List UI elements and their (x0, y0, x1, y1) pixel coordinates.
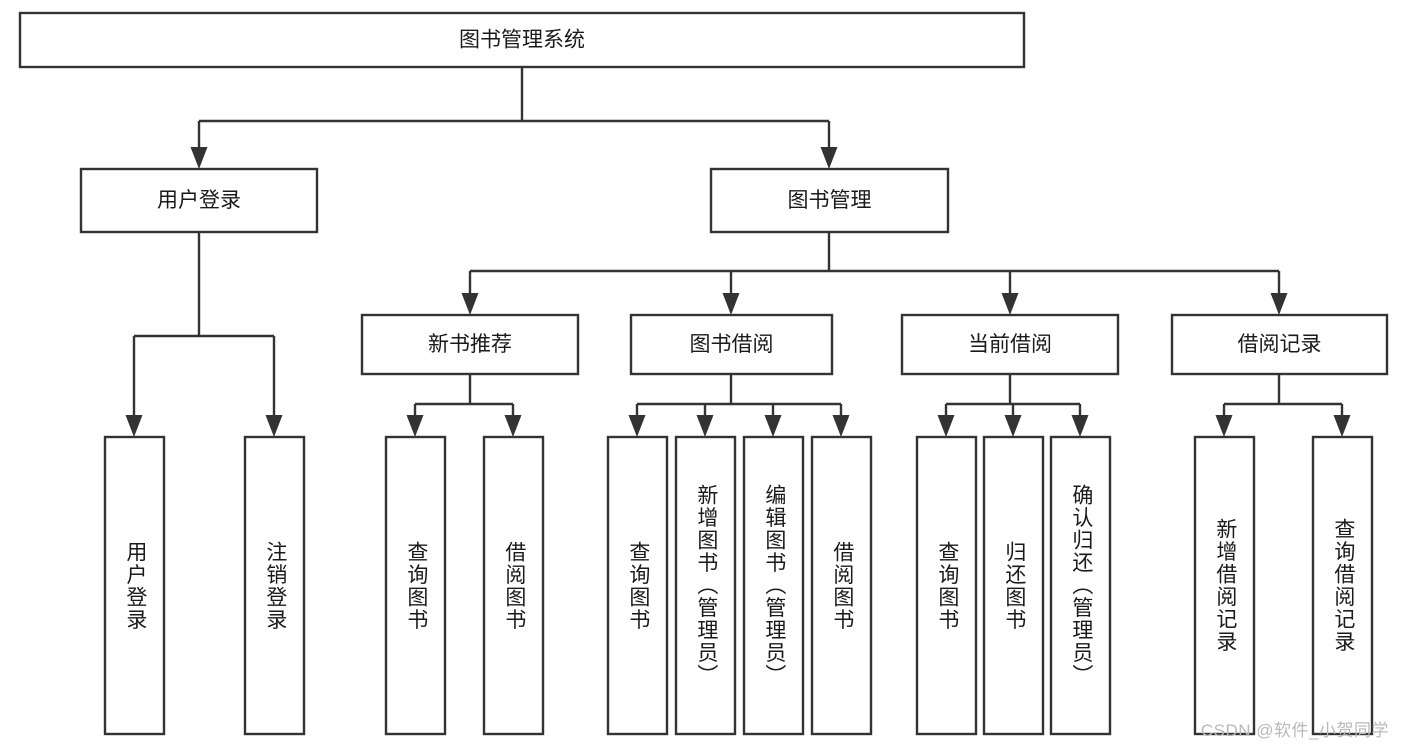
level3-node-1[interactable]: 图书借阅 (629, 313, 834, 376)
leaf-node-8[interactable] (915, 435, 978, 736)
leaf-node-12[interactable] (1311, 435, 1374, 736)
arrow-head-icon (696, 415, 714, 437)
leaf-node-3-box[interactable] (482, 435, 545, 736)
leaf-node-4-box[interactable] (606, 435, 669, 736)
leaf-node-11-box[interactable] (1193, 435, 1256, 736)
level3-node-0-box[interactable] (360, 313, 580, 376)
arrow-head-icon (1333, 415, 1351, 437)
arrow-head-icon (1215, 415, 1233, 437)
connector-records-to-leaves (1215, 374, 1351, 437)
connector-borrow-to-leaves (628, 374, 850, 437)
level2-node-1[interactable]: 图书管理 (709, 167, 950, 234)
leaf-node-1[interactable] (243, 435, 306, 736)
leaf-node-0-box[interactable] (103, 435, 166, 736)
arrow-head-icon (722, 293, 740, 315)
arrow-head-icon (265, 415, 283, 437)
leaf-node-2-box[interactable] (384, 435, 447, 736)
csdn-watermark: CSDN @软件_小贺同学 (1200, 721, 1389, 740)
level3-node-1-box[interactable] (629, 313, 834, 376)
arrow-head-icon (125, 415, 143, 437)
arrow-head-icon (937, 415, 955, 437)
level3-node-0-label: 新书推荐 (428, 333, 512, 356)
arrow-head-icon (820, 147, 838, 169)
arrow-head-icon (628, 415, 646, 437)
arrow-head-icon (832, 415, 850, 437)
arrow-head-icon (461, 293, 479, 315)
arrow-head-icon (190, 147, 208, 169)
root-node-label: 图书管理系统 (459, 29, 585, 52)
connector-current-to-leaves (937, 374, 1089, 437)
leaf-node-6-box[interactable] (742, 435, 805, 736)
level2-node-0-label: 用户登录 (157, 189, 241, 212)
leaf-node-6[interactable] (742, 435, 805, 736)
leaf-node-5[interactable] (674, 435, 737, 736)
leaf-node-7-box[interactable] (810, 435, 873, 736)
connector-newbooks-to-leaves (406, 374, 522, 437)
level3-node-0[interactable]: 新书推荐 (360, 313, 580, 376)
leaf-node-8-box[interactable] (915, 435, 978, 736)
level2-node-0[interactable]: 用户登录 (79, 167, 319, 234)
level3-node-1-label: 图书借阅 (690, 333, 774, 356)
arrow-head-icon (1001, 293, 1019, 315)
level3-node-3[interactable]: 借阅记录 (1170, 313, 1389, 376)
arrow-head-icon (1071, 415, 1089, 437)
leaf-node-9[interactable] (982, 435, 1045, 736)
arrow-head-icon (504, 415, 522, 437)
connector-books-to-level3 (461, 232, 1288, 315)
leaf-node-1-box[interactable] (243, 435, 306, 736)
arrow-head-icon (1270, 293, 1288, 315)
leaf-node-5-box[interactable] (674, 435, 737, 736)
leaf-node-0[interactable] (103, 435, 166, 736)
level3-node-3-label: 借阅记录 (1238, 333, 1322, 356)
level2-node-0-box[interactable] (79, 167, 319, 234)
connector-login-to-leaves (125, 232, 283, 437)
root-node-box[interactable] (18, 11, 1026, 69)
level2-node-1-label: 图书管理 (788, 189, 872, 212)
leaf-node-10-box[interactable] (1049, 435, 1112, 736)
level3-node-3-box[interactable] (1170, 313, 1389, 376)
leaf-node-12-box[interactable] (1311, 435, 1374, 736)
connectors-layer (125, 67, 1351, 437)
leaf-node-3[interactable] (482, 435, 545, 736)
arrow-head-icon (406, 415, 424, 437)
level2-node-1-box[interactable] (709, 167, 950, 234)
leaf-node-7[interactable] (810, 435, 873, 736)
leaf-node-2[interactable] (384, 435, 447, 736)
leaf-node-4[interactable] (606, 435, 669, 736)
arrow-head-icon (1004, 415, 1022, 437)
leaf-node-9-box[interactable] (982, 435, 1045, 736)
leaf-node-11[interactable] (1193, 435, 1256, 736)
connector-root-to-level2 (190, 67, 838, 169)
root-node[interactable]: 图书管理系统 (18, 11, 1026, 69)
leaf-node-10[interactable] (1049, 435, 1112, 736)
level3-node-2-box[interactable] (900, 313, 1120, 376)
level3-node-2-label: 当前借阅 (968, 333, 1052, 356)
level3-node-2[interactable]: 当前借阅 (900, 313, 1120, 376)
arrow-head-icon (764, 415, 782, 437)
